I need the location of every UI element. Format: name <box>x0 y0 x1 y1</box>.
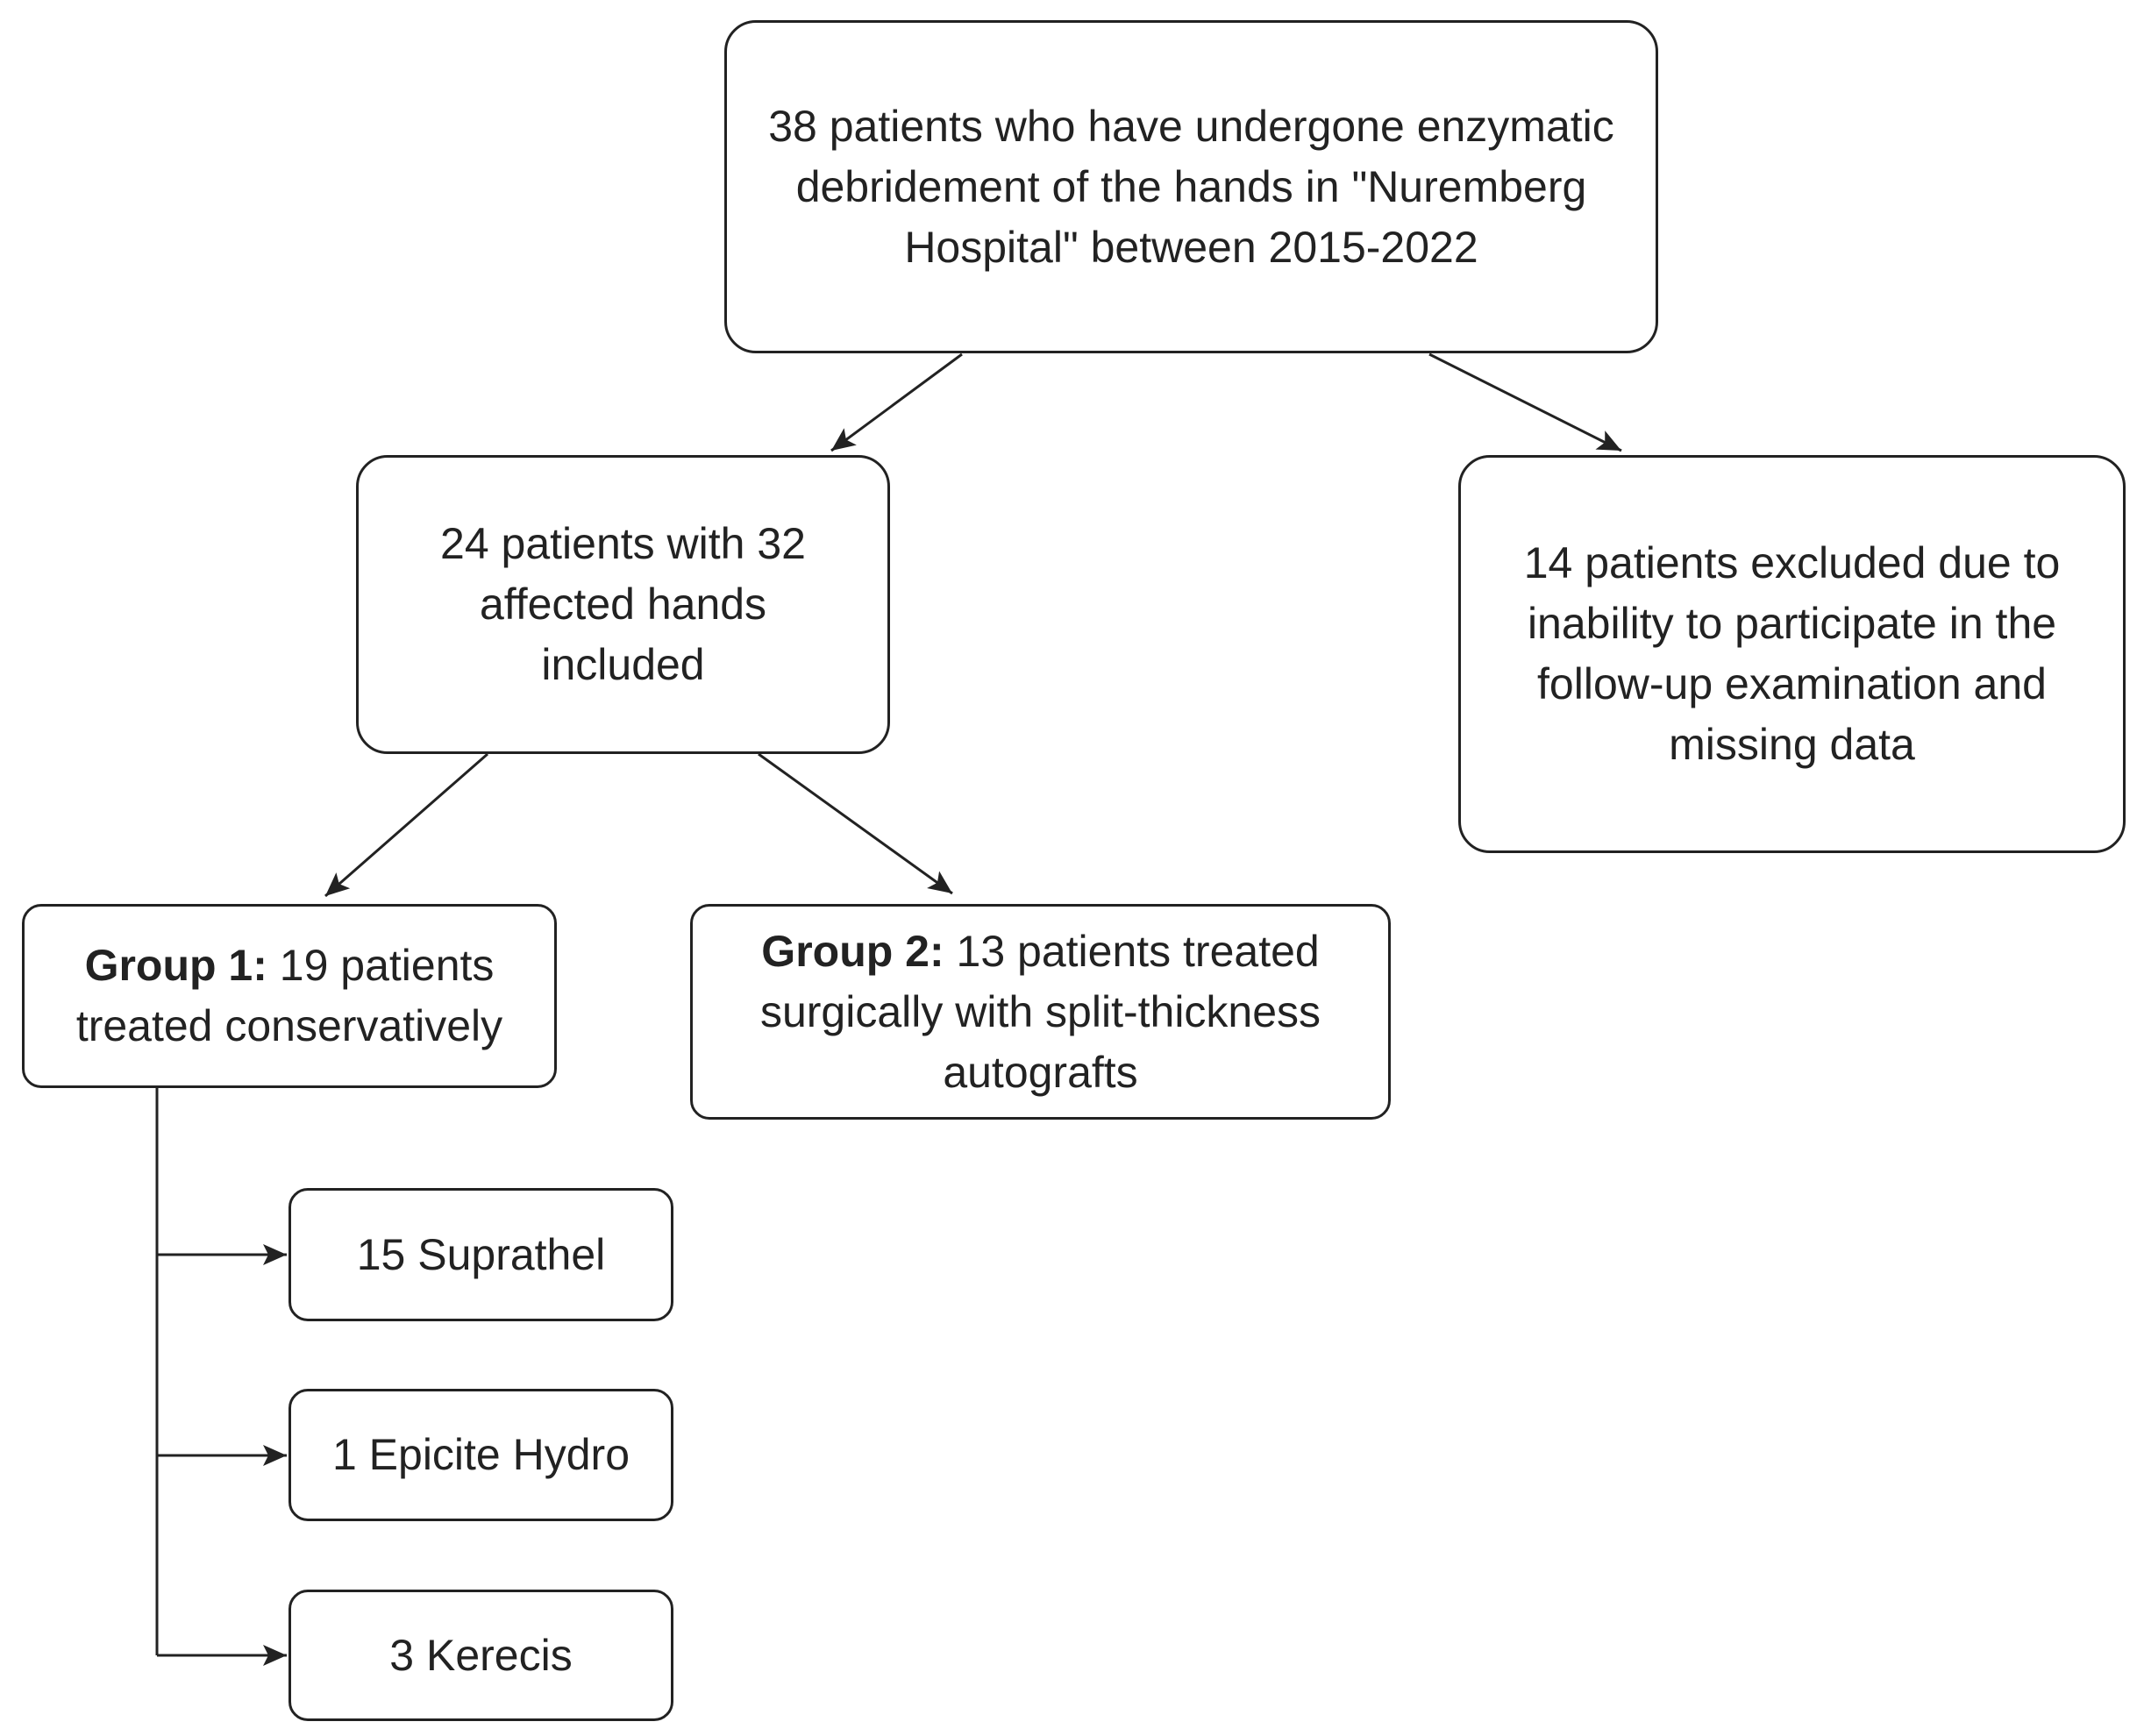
epicite-text: 1 Epicite Hydro <box>331 1430 630 1479</box>
included-text: 24 patients with 32 affected hands inclu… <box>440 519 806 689</box>
arrow-to-included <box>830 352 963 452</box>
group1-text: 19 patients treated conservatively <box>75 941 503 1050</box>
group2-text: 13 patients treated surgically with spli… <box>759 926 1321 1097</box>
kerecis-box: 3 Kerecis <box>288 1590 673 1721</box>
group1-box: Group 1: 19 patients treated conservativ… <box>22 904 557 1088</box>
excluded-text: 14 patients excluded due to inability to… <box>1523 538 2061 769</box>
excluded-box: 14 patients excluded due to inability to… <box>1458 455 2126 853</box>
kerecis-text: 3 Kerecis <box>389 1630 573 1680</box>
group2-label: Group 2: <box>761 926 944 976</box>
source-population-box: 38 patients who have undergone enzymatic… <box>724 20 1658 353</box>
arrow-to-group1 <box>324 752 488 898</box>
source-text: 38 patients who have undergone enzymatic… <box>768 101 1614 272</box>
group2-box: Group 2: 13 patients treated surgically … <box>690 904 1391 1120</box>
epicite-box: 1 Epicite Hydro <box>288 1389 673 1521</box>
included-box: 24 patients with 32 affected hands inclu… <box>356 455 890 754</box>
suprathel-text: 15 Suprathel <box>356 1229 606 1279</box>
suprathel-box: 15 Suprathel <box>288 1188 673 1321</box>
arrow-to-excluded <box>1428 352 1622 452</box>
group1-label: Group 1: <box>84 941 267 990</box>
arrow-to-group2 <box>758 752 953 895</box>
